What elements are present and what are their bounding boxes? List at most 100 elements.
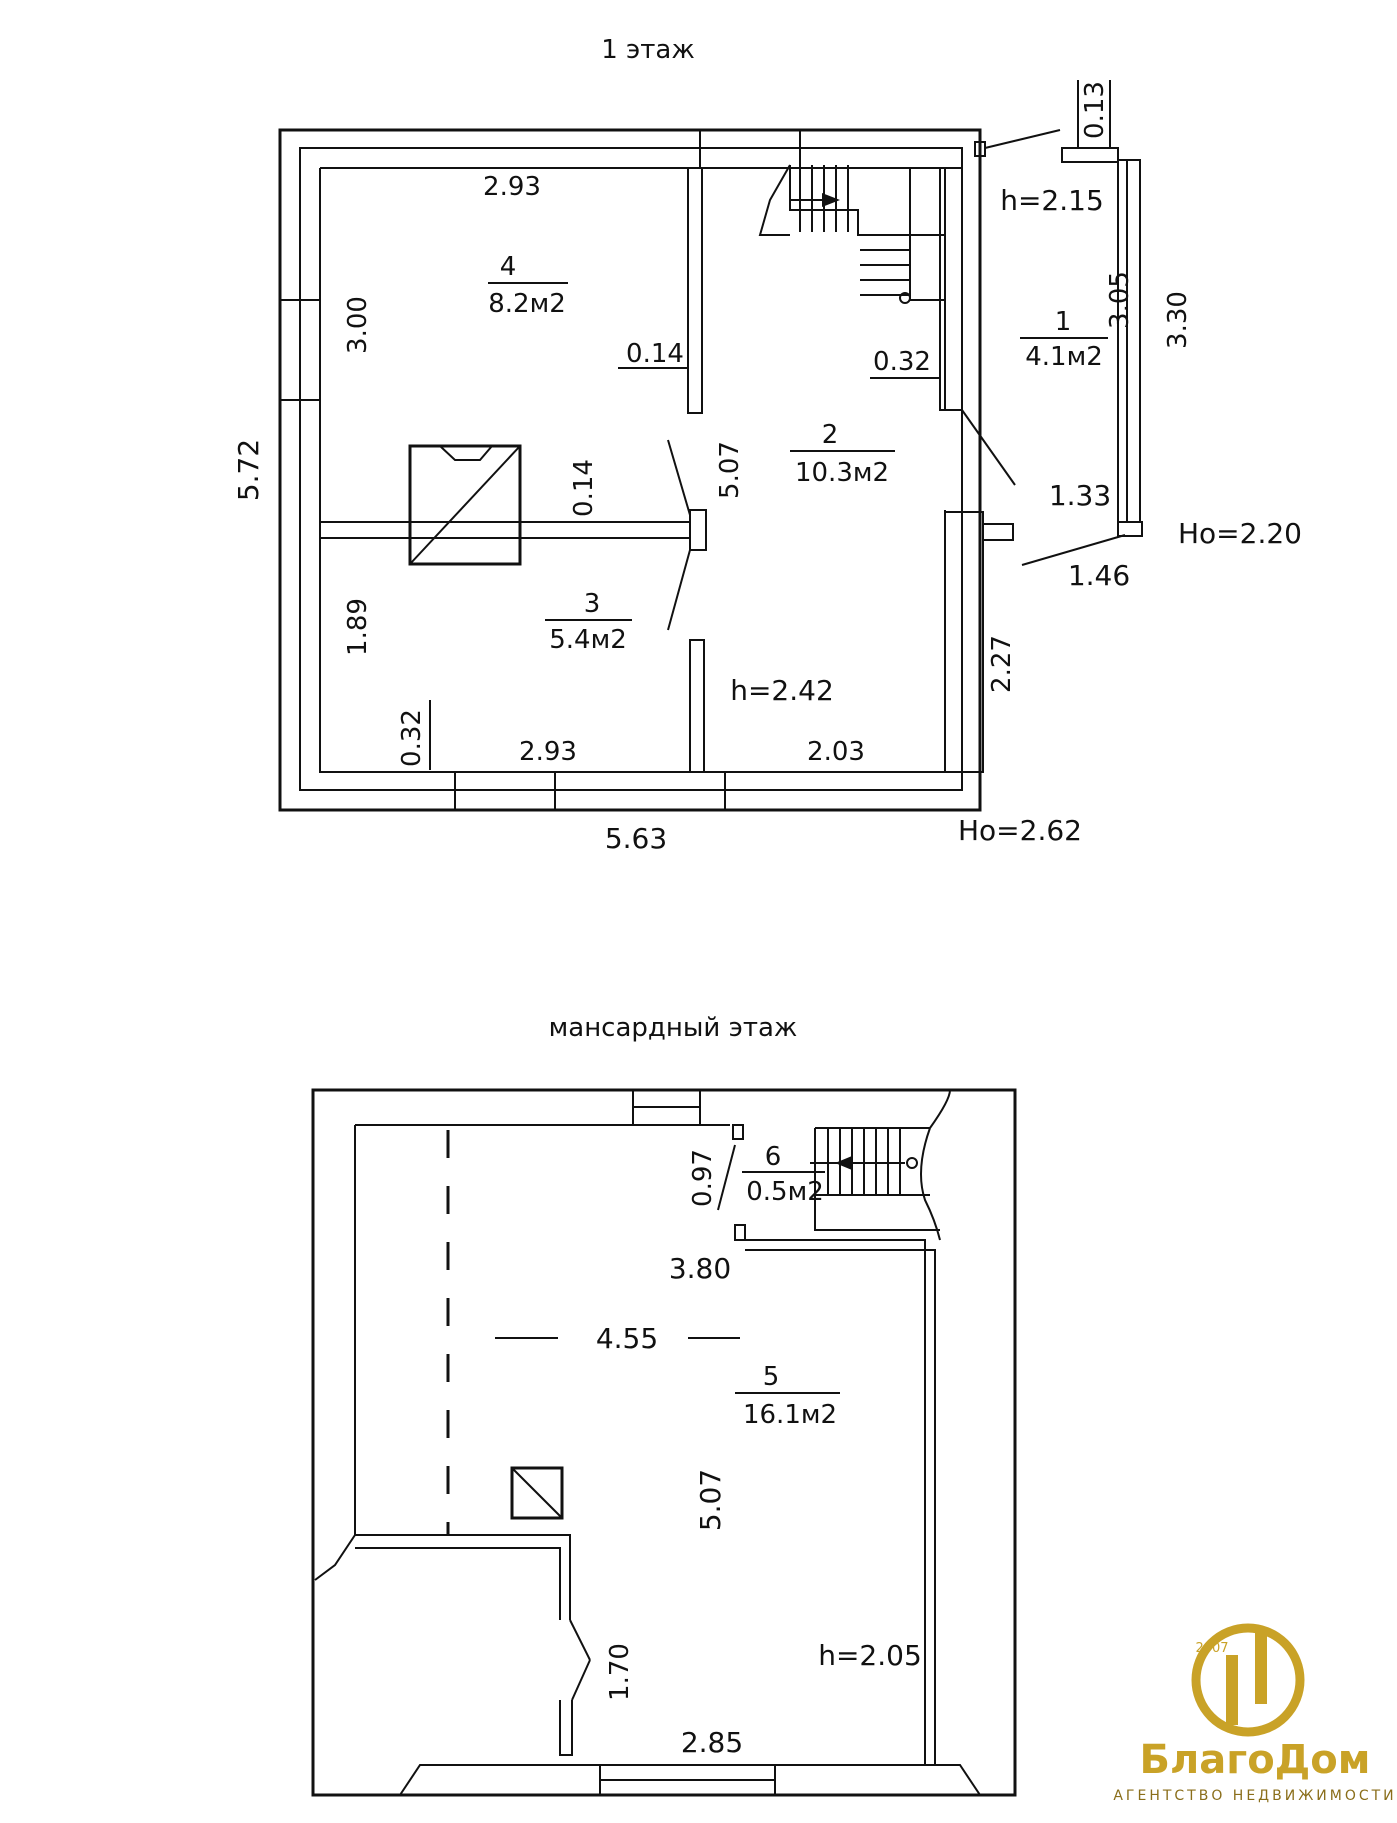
floor2-height: h=2.05 — [818, 1639, 922, 1672]
stair-post-top — [732, 1124, 744, 1140]
dim-wall-032-b: 0.32 — [397, 709, 427, 767]
dim-bottom-total: 5.63 — [605, 822, 667, 855]
threshold — [982, 523, 1014, 541]
floor2-stair-curve-top — [929, 1089, 951, 1129]
room-4-number: 4 — [500, 252, 517, 282]
logo-year: 2007 — [1195, 1641, 1228, 1656]
dim-porch-013: 0.13 — [1080, 81, 1110, 139]
closet-bottom — [559, 1700, 573, 1756]
dim-hall-507: 5.07 — [715, 441, 745, 499]
room-5-label: 5 16.1м2 — [735, 1362, 840, 1430]
stair-door-swing — [717, 1144, 736, 1211]
dim-wall-014-b: 0.14 — [569, 459, 599, 517]
room-6-number: 6 — [765, 1142, 782, 1172]
floor2-plan: мансардный этаж — [311, 1013, 1017, 1797]
dim-left-lower: 1.89 — [343, 598, 373, 656]
stair-arrow-icon — [822, 193, 840, 207]
floor1-outer-wall-mid — [299, 147, 963, 791]
logo-bar-right — [1255, 1632, 1267, 1704]
porch-bottom-ledge — [1117, 521, 1143, 537]
porch-leader — [984, 129, 1061, 149]
floor2-right-wall-b — [745, 1249, 936, 1765]
height-main: h=2.42 — [730, 674, 834, 707]
room-2-area: 10.3м2 — [795, 458, 889, 488]
stove-diagonal — [409, 445, 521, 565]
closet-door-a — [569, 1619, 591, 1661]
floor1-outer-wall — [278, 128, 982, 812]
room-4-area: 8.2м2 — [488, 289, 566, 319]
room-6-label: 6 0.5м2 — [742, 1142, 825, 1207]
porch-door-swing — [1021, 534, 1126, 566]
room-4-label: 4 8.2м2 — [488, 252, 568, 319]
room-6-area: 0.5м2 — [746, 1177, 824, 1207]
room-5-number: 5 — [763, 1362, 780, 1392]
room-3-number: 3 — [584, 589, 601, 619]
dim-left-upper: 3.00 — [343, 296, 373, 354]
brand-logo: 2007 БлагоДом АГЕНТСТВО НЕДВИЖИМОСТИ — [1113, 1623, 1396, 1804]
room-3-label: 3 5.4м2 — [545, 589, 632, 655]
dim-wall-032-a: 0.32 — [873, 347, 931, 377]
closet-top — [355, 1534, 571, 1620]
floor2-sill-left — [398, 1764, 601, 1796]
floor2-stair-curve — [920, 1127, 941, 1241]
stove-icon — [408, 444, 522, 566]
logo-tagline: АГЕНТСТВО НЕДВИЖИМОСТИ — [1113, 1788, 1396, 1804]
staircase-steps — [799, 165, 910, 296]
floor2-right-wall-a — [745, 1239, 926, 1765]
right-pillar-upper — [939, 167, 963, 411]
room-5-area: 16.1м2 — [743, 1400, 837, 1430]
floor2-stair-arrow-icon — [835, 1156, 852, 1170]
entry-door-swing — [961, 409, 1016, 486]
dim-bottom-left: 2.93 — [519, 737, 577, 767]
chimney-icon — [510, 1466, 564, 1520]
floor2-stair-steps — [827, 1128, 901, 1195]
height-ho-main: Ho=2.62 — [958, 814, 1082, 847]
door-swing-4 — [667, 439, 691, 516]
dim-bottom-right: 2.03 — [807, 737, 865, 767]
partition-4-2 — [687, 167, 703, 414]
logo-bar-left — [1226, 1655, 1238, 1725]
floor2-stair-post-icon — [906, 1157, 918, 1169]
chimney-diagonal — [511, 1467, 563, 1519]
porch-wall — [1117, 159, 1141, 523]
room-1-label: 1 4.1м2 — [1020, 307, 1108, 372]
dim-porch-305: 3.05 — [1105, 271, 1135, 329]
dim-top-left: 2.93 — [483, 172, 541, 202]
dim-porch-133: 1.33 — [1049, 479, 1111, 512]
dim-stair-097: 0.97 — [688, 1149, 718, 1207]
dim-right-227: 2.27 — [987, 635, 1017, 693]
dim-width-380: 3.80 — [669, 1252, 731, 1285]
dim-porch-146: 1.46 — [1068, 559, 1130, 592]
dim-width-455: 4.55 — [596, 1322, 658, 1355]
partition-post — [689, 509, 707, 551]
dim-door-170: 1.70 — [605, 1643, 635, 1701]
logo-ring-icon — [1191, 1623, 1305, 1737]
floor2-title: мансардный этаж — [549, 1013, 798, 1043]
closet-door-b — [571, 1659, 591, 1701]
floor2-inner-left-curve — [314, 1534, 356, 1581]
porch-corner — [974, 141, 986, 157]
door-swing-3 — [667, 549, 691, 631]
room-2-label: 2 10.3м2 — [790, 420, 895, 488]
stair-post-icon — [899, 292, 911, 304]
dim-bottom-285: 2.85 — [681, 1726, 743, 1759]
floor1-title: 1 этаж — [601, 35, 695, 65]
right-pillar-lower — [944, 511, 984, 773]
floor1-plan: 1 этаж — [232, 35, 1302, 855]
partition-3-2 — [689, 639, 705, 773]
stove-top — [439, 445, 493, 461]
partition-4-3 — [319, 521, 691, 539]
height-porch: h=2.15 — [1000, 184, 1104, 217]
dim-wall-014-a: 0.14 — [626, 339, 684, 369]
room-3-area: 5.4м2 — [549, 625, 627, 655]
dim-depth-507: 5.07 — [694, 1469, 727, 1531]
height-ho-porch: Ho=2.20 — [1178, 517, 1302, 550]
logo-brand-name: БлагоДом — [1140, 1737, 1371, 1783]
porch-top-ledge — [1061, 147, 1119, 163]
room-1-area: 4.1м2 — [1025, 342, 1103, 372]
room-2-number: 2 — [822, 420, 839, 450]
stair-post-bottom — [734, 1224, 746, 1241]
staircase-curve — [758, 164, 791, 236]
dim-porch-330: 3.30 — [1163, 291, 1193, 349]
